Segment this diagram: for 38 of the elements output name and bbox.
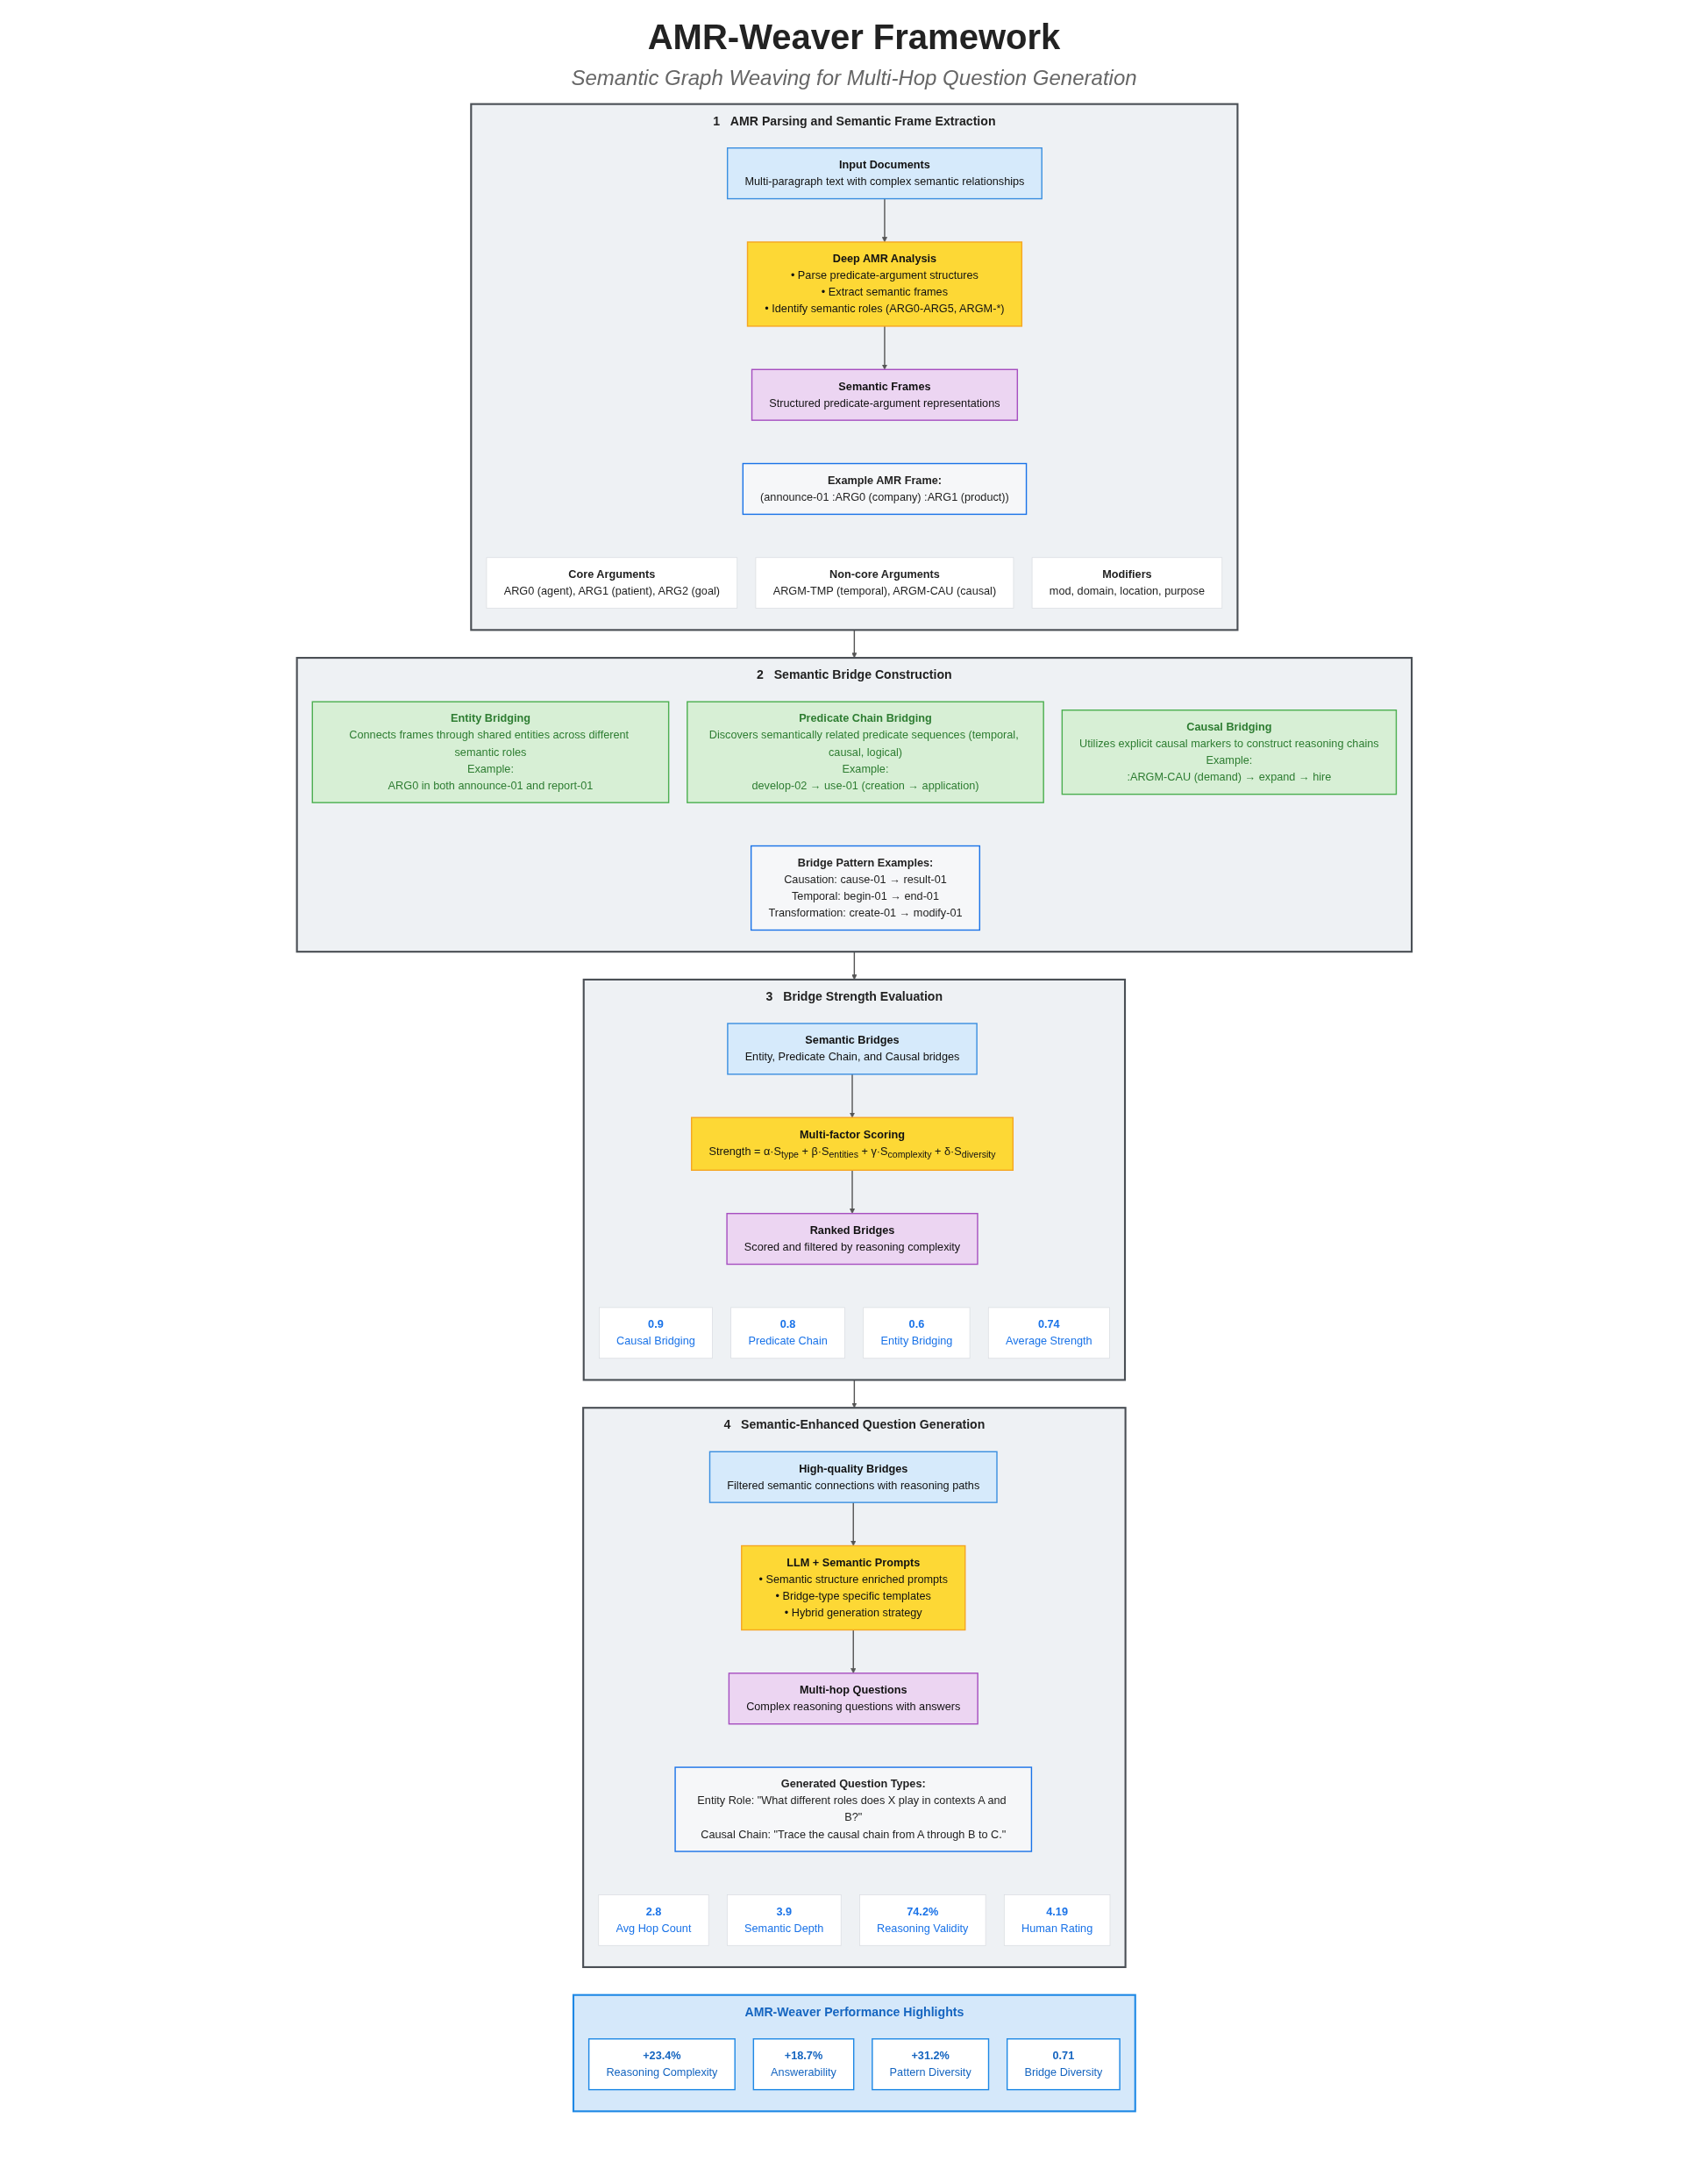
node-box: Bridge Pattern Examples: Causation: cause-01 → result-01 Temporal: begin-01 → end-01 Transformation: create-01 → modify-01	[750, 845, 980, 931]
node-box: 2.8 Avg Hop Count	[598, 1894, 709, 1946]
arrow	[881, 325, 887, 370]
node-box: +23.4% Reasoning Complexity	[587, 2038, 736, 2091]
node-box: 0.74 Average Strength	[987, 1307, 1110, 1359]
arrow	[849, 1169, 855, 1214]
node-box: Example AMR Frame: (announce-01 :ARG0 (company) :ARG1 (product))	[742, 462, 1027, 516]
arrow	[881, 197, 887, 243]
node-box: +18.7% Answerability	[752, 2038, 854, 2091]
arrow	[850, 1629, 856, 1674]
node-box: Multi-factor Scoring Strength = α·S$_{type}$ + β·S$_{entities}$ + γ·S$_{complexity}$ + δ·S$_{diversity}$	[690, 1116, 1014, 1171]
node-box: +31.2% Pattern Diversity	[871, 2038, 989, 2091]
node-box: 3.9 Semantic Depth	[726, 1894, 842, 1946]
arrow	[850, 1501, 856, 1546]
node-box: Causal Bridging Utilizes explicit causal markers to construct reasoning chains Example: :ARGM-CAU (demand) → expand → hire	[1061, 710, 1397, 795]
node-box: Non-core Arguments ARGM-TMP (temporal), ARGM-CAU (causal)	[755, 557, 1014, 609]
diagram-subtitle: Semantic Graph Weaving for Multi-Hop Question Generation	[571, 66, 1137, 90]
node-box: Multi-hop Questions Complex reasoning questions with answers	[728, 1672, 979, 1725]
node-box: Predicate Chain Bridging Discovers semantically related predicate sequences (temporal, causal, logical) Example: develop-02 → use-01 (creation → application)	[686, 701, 1044, 803]
node-box: 0.8 Predicate Chain	[729, 1307, 845, 1359]
node-box: LLM + Semantic Prompts • Semantic structure enriched prompts • Bridge-type specific templates • Hybrid generation strategy	[740, 1544, 966, 1631]
node-box: 0.6 Entity Bridging	[863, 1307, 971, 1359]
node-box: Entity Bridging Connects frames through shared entities across different semantic roles Example: ARG0 in both announce-01 and report-01	[311, 701, 669, 803]
node-box: Ranked Bridges Scored and filtered by reasoning complexity	[726, 1212, 979, 1266]
node-box: Generated Question Types: Entity Role: "What different roles does X play in contexts A and B?" Causal Chain: "Trace the causal chain from A through B to C."	[674, 1766, 1032, 1852]
node-box: 0.9 Causal Bridging	[598, 1307, 713, 1359]
node-box: High-quality Bridges Filtered semantic connections with reasoning paths	[708, 1451, 998, 1503]
node-box: Core Arguments ARG0 (agent), ARG1 (patient), ARG2 (goal)	[486, 557, 737, 609]
diagram-title: AMR-Weaver Framework	[647, 18, 1061, 57]
node-box: 74.2% Reasoning Validity	[858, 1894, 986, 1946]
node-box: Input Documents Multi-paragraph text with complex semantic relationships	[726, 147, 1043, 200]
node-box: Semantic Frames Structured predicate-argument representations	[751, 368, 1018, 421]
node-box: Semantic Bridges Entity, Predicate Chain, and Causal bridges	[726, 1023, 978, 1075]
arrow	[849, 1073, 855, 1118]
node-box: Deep AMR Analysis • Parse predicate-argument structures • Extract semantic frames • Identify semantic roles (ARG0-ARG5, ARGM-*)	[746, 241, 1022, 327]
node-box: 4.19 Human Rating	[1003, 1894, 1110, 1946]
node-box: 0.71 Bridge Diversity	[1006, 2038, 1121, 2091]
node-box: Modifiers mod, domain, location, purpose	[1031, 557, 1222, 609]
